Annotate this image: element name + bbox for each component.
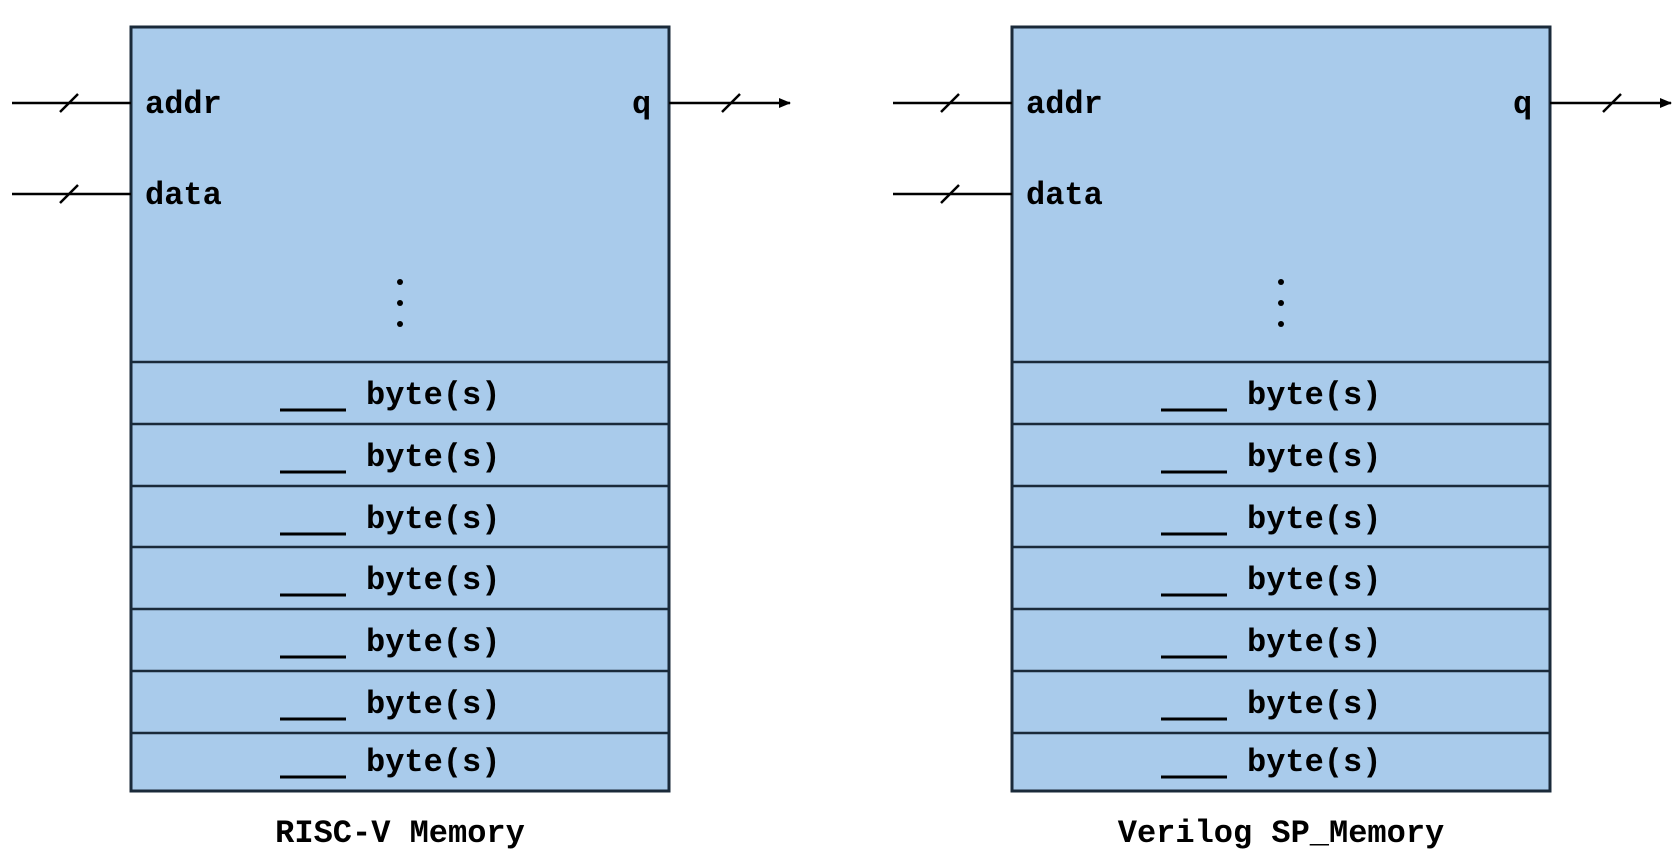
data-port-label: data — [145, 177, 222, 214]
data-port-label: data — [1026, 177, 1103, 214]
memory-row: byte(s) — [1161, 501, 1381, 538]
svg-text:byte(s): byte(s) — [366, 377, 500, 414]
addr-input-wire — [893, 93, 1012, 113]
memory-block-verilog-sp: addr data q byte(s) byte(s) — [893, 25, 1672, 852]
svg-text:byte(s): byte(s) — [1247, 501, 1381, 538]
memory-row: byte(s) — [1161, 686, 1381, 723]
svg-text:byte(s): byte(s) — [366, 501, 500, 538]
memory-row: byte(s) — [280, 624, 500, 661]
svg-text:byte(s): byte(s) — [366, 562, 500, 599]
addr-input-wire — [12, 93, 131, 113]
svg-text:byte(s): byte(s) — [366, 624, 500, 661]
memory-row: byte(s) — [280, 377, 500, 414]
memory-row: byte(s) — [280, 439, 500, 476]
svg-text:byte(s): byte(s) — [1247, 624, 1381, 661]
data-input-wire — [12, 184, 131, 204]
ellipsis — [1278, 279, 1284, 327]
memory-row: byte(s) — [1161, 744, 1381, 781]
svg-text:byte(s): byte(s) — [1247, 744, 1381, 781]
memory-row: byte(s) — [280, 686, 500, 723]
addr-port-label: addr — [145, 86, 222, 123]
memory-row: byte(s) — [280, 744, 500, 781]
q-output-wire — [1550, 93, 1672, 113]
memory-row: byte(s) — [280, 562, 500, 599]
svg-text:byte(s): byte(s) — [366, 439, 500, 476]
memory-row: byte(s) — [280, 501, 500, 538]
q-port-label: q — [632, 86, 651, 123]
memory-caption: Verilog SP_Memory — [1118, 815, 1444, 852]
memory-row: byte(s) — [1161, 377, 1381, 414]
memory-caption: RISC-V Memory — [275, 815, 525, 852]
ellipsis — [397, 279, 403, 327]
svg-text:byte(s): byte(s) — [366, 686, 500, 723]
svg-text:byte(s): byte(s) — [366, 744, 500, 781]
memory-row: byte(s) — [1161, 624, 1381, 661]
memory-block-riscv: addr data q byte(s) — [12, 25, 791, 852]
q-output-wire — [669, 93, 791, 113]
data-input-wire — [893, 184, 1012, 204]
memory-row: byte(s) — [1161, 562, 1381, 599]
memory-body — [129, 25, 671, 793]
memory-body — [1010, 25, 1552, 793]
svg-text:byte(s): byte(s) — [1247, 377, 1381, 414]
svg-text:byte(s): byte(s) — [1247, 686, 1381, 723]
svg-text:byte(s): byte(s) — [1247, 562, 1381, 599]
memory-row: byte(s) — [1161, 439, 1381, 476]
svg-text:byte(s): byte(s) — [1247, 439, 1381, 476]
addr-port-label: addr — [1026, 86, 1103, 123]
q-port-label: q — [1513, 86, 1532, 123]
